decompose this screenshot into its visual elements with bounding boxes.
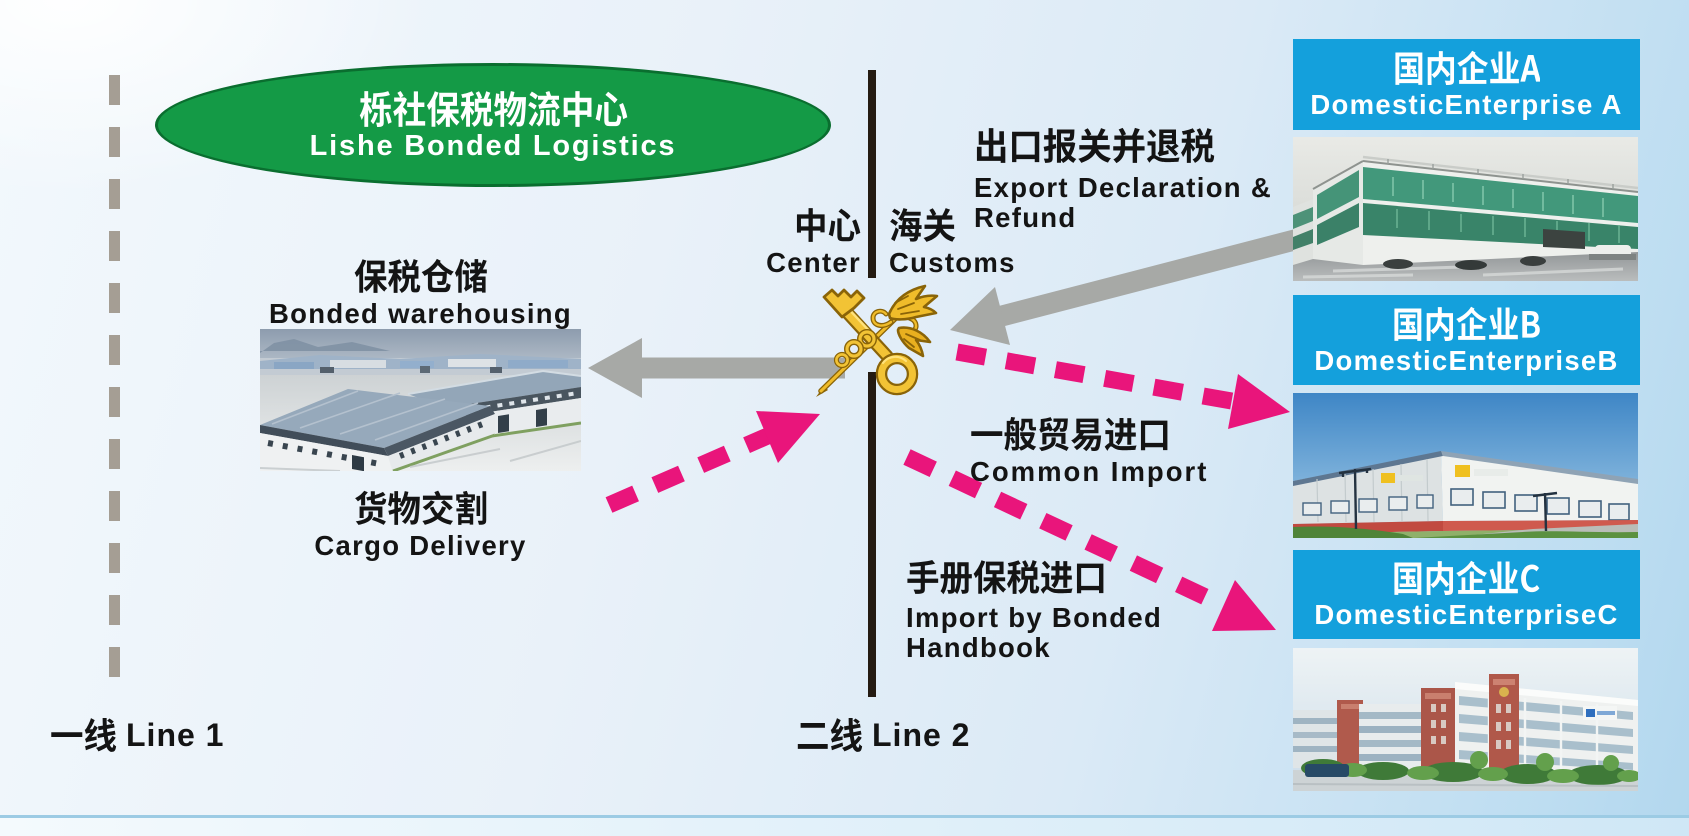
customs-emblem <box>811 284 941 402</box>
common-import-en: Common Import <box>970 456 1209 487</box>
export-declaration-en-line2: Refund <box>974 202 1077 233</box>
center-label: 中心 Center <box>766 207 861 278</box>
cargo-delivery-label: 货物交割 Cargo Delivery <box>260 490 581 561</box>
customs-emblem-icon <box>816 284 939 397</box>
enterprise-a-title-en: DomesticEnterprise A <box>1310 89 1623 121</box>
enterprise-a-photo <box>1293 137 1638 281</box>
line2-zh <box>796 717 863 753</box>
line1-dashed-boundary <box>109 75 120 678</box>
line2-solid-boundary-lower <box>868 372 876 697</box>
enterprise-b-header: 国内企业B DomesticEnterpriseB <box>1293 295 1640 385</box>
bonded-warehouse-photo-art <box>260 329 581 471</box>
line1-en: Line 1 <box>126 717 225 753</box>
handbook-import-en-line2: Handbook <box>906 632 1051 663</box>
bottom-strip <box>0 818 1689 836</box>
line2-en: Line 2 <box>872 717 971 753</box>
enterprise-c-title-zh <box>1392 560 1540 596</box>
handbook-import-en-line1: Import by Bonded <box>906 602 1163 633</box>
enterprise-a-header: 国内企业A DomesticEnterprise A <box>1293 39 1640 130</box>
center-zh <box>794 207 861 243</box>
enterprise-c-header: 国内企业C DomesticEnterpriseC <box>1293 550 1640 639</box>
enterprise-b-photo-art <box>1293 393 1638 538</box>
bottom-border-line <box>0 815 1689 818</box>
enterprise-b-title-zh <box>1392 306 1541 342</box>
customs-label: 海关 Customs <box>889 207 1016 278</box>
enterprise-c-photo-art <box>1293 648 1638 791</box>
bonded-warehousing-en: Bonded warehousing <box>269 298 572 329</box>
handbook-import-zh <box>906 559 1107 595</box>
arrow-center-to-warehouse <box>588 338 845 398</box>
center-en: Center <box>766 247 861 278</box>
enterprise-b-title-en: DomesticEnterpriseB <box>1314 344 1619 376</box>
customs-en: Customs <box>889 247 1016 278</box>
bonded-warehousing-zh <box>354 258 488 294</box>
export-declaration-label: 出口报关并退税 Export Declaration & Refund <box>974 127 1272 233</box>
cargo-delivery-zh <box>354 490 488 526</box>
export-declaration-zh <box>974 127 1215 164</box>
handbook-import-label: 手册保税进口 Import by Bonded Handbook <box>906 559 1162 663</box>
line1-label: 一线 Line 1 <box>50 717 224 753</box>
common-import-zh <box>970 416 1171 452</box>
cargo-delivery-en: Cargo Delivery <box>314 530 527 561</box>
export-declaration-en-line1: Export Declaration & <box>974 172 1273 203</box>
ellipse-title-en: Lishe Bonded Logistics <box>309 129 677 162</box>
common-import-label: 一般贸易进口 Common Import <box>970 416 1208 487</box>
arrow-cargo-delivery <box>605 411 820 513</box>
line2-label: 二线 Line 2 <box>796 717 970 753</box>
enterprise-a-photo-art <box>1293 137 1638 281</box>
lishe-bonded-logistics-ellipse: 栎社保税物流中心 Lishe Bonded Logistics <box>155 63 831 187</box>
ellipse-title-zh <box>359 90 628 128</box>
bonded-warehousing-label: 保税仓储 Bonded warehousing <box>260 258 581 329</box>
enterprise-a-title-zh <box>1393 50 1541 86</box>
enterprise-c-title-en: DomesticEnterpriseC <box>1314 599 1619 631</box>
bonded-warehouse-photo <box>260 329 581 471</box>
line1-zh <box>50 717 117 753</box>
customs-zh <box>889 207 956 243</box>
line2-solid-boundary-upper <box>868 70 876 278</box>
enterprise-c-photo <box>1293 648 1638 791</box>
enterprise-b-photo <box>1293 393 1638 538</box>
